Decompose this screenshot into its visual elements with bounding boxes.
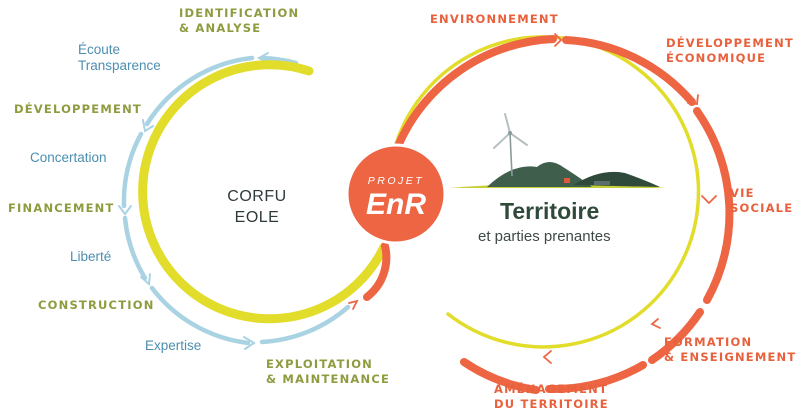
label-line: DU TERRITOIRE [494, 397, 609, 411]
projet-enr-hub [345, 143, 447, 245]
hub-projet-label: PROJET [367, 175, 425, 187]
territoire-subtitle: et parties prenantes [478, 228, 611, 245]
label-developpement: DÉVELOPPEMENT [14, 102, 142, 116]
house-icon [564, 178, 570, 183]
label-concertation: Concertation [30, 150, 107, 165]
label-line: & ANALYSE [179, 21, 262, 35]
hub-enr-label: EnR [366, 188, 426, 221]
label-expertise: Expertise [145, 338, 202, 353]
label-line: AMÉNAGEMENT [494, 382, 608, 396]
label-line: FORMATION [664, 335, 753, 349]
label-line: & ENSEIGNEMENT [664, 350, 797, 364]
label-amenagement-territoire: AMÉNAGEMENT DU TERRITOIRE [494, 382, 609, 412]
right-arrowheads [348, 33, 717, 364]
label-exploitation-maintenance: EXPLOITATION & MAINTENANCE [266, 357, 390, 387]
solar-panel-icon [594, 181, 610, 185]
label-line: & MAINTENANCE [266, 372, 391, 386]
left-blue-arcs [118, 52, 351, 350]
territoire-title: Territoire [500, 198, 600, 224]
center-line-1: CORFU [227, 188, 287, 205]
left-center-title: CORFU EOLE [212, 186, 302, 228]
label-liberte: Liberté [70, 249, 112, 264]
label-line: SOCIALE [730, 201, 794, 215]
landscape-illustration [450, 113, 665, 188]
label-vie-sociale: VIE SOCIALE [730, 186, 793, 216]
label-environnement: ENVIRONNEMENT [430, 12, 559, 26]
label-line: Transparence [78, 58, 161, 73]
label-formation-enseignement: FORMATION & ENSEIGNEMENT [664, 335, 796, 365]
label-line: DÉVELOPPEMENT [666, 36, 794, 50]
center-line-2: EOLE [234, 209, 280, 226]
label-line: Écoute [78, 42, 121, 57]
turbine-mast [509, 132, 513, 177]
wind-turbine-icon [493, 113, 528, 149]
label-developpement-economique: DÉVELOPPEMENT ÉCONOMIQUE [666, 36, 794, 66]
label-construction: CONSTRUCTION [38, 298, 155, 312]
label-identification-analyse: IDENTIFICATION & ANALYSE [179, 6, 299, 36]
right-yellow-ring [390, 35, 701, 349]
label-line: VIE [730, 186, 755, 200]
label-ecoute-transparence: Écoute Transparence [78, 42, 161, 74]
label-line: EXPLOITATION [266, 357, 374, 371]
right-orange-arcs [363, 35, 734, 394]
label-line: ÉCONOMIQUE [666, 51, 767, 65]
label-financement: FINANCEMENT [8, 201, 115, 215]
left-yellow-ring [138, 60, 389, 324]
label-line: IDENTIFICATION [179, 6, 300, 20]
